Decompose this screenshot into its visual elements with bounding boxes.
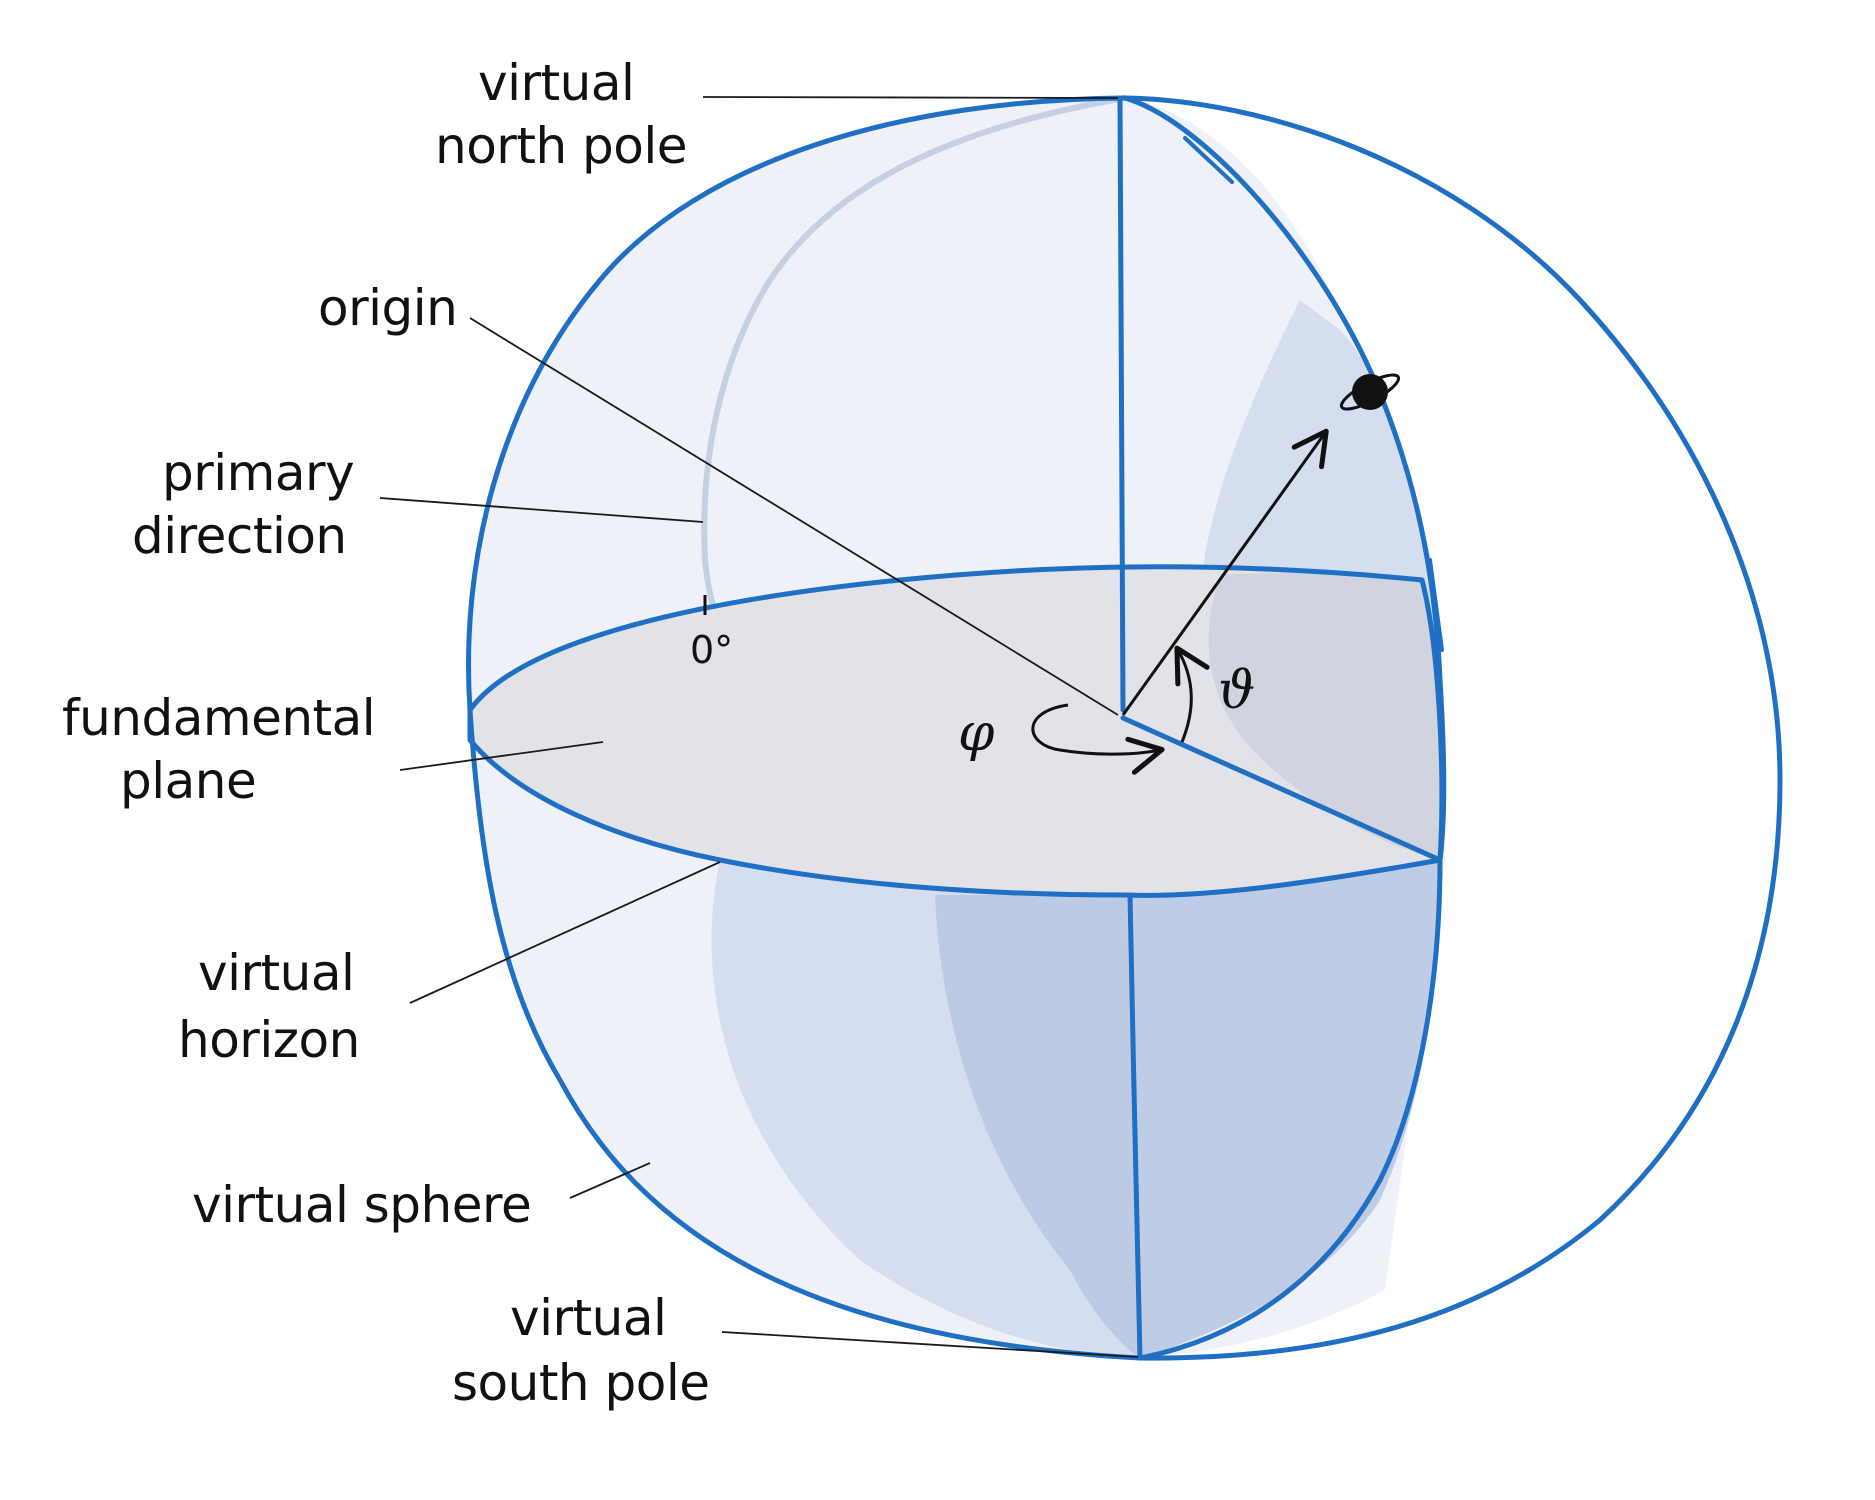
label-south-pole-line1: virtual xyxy=(510,1289,666,1347)
leader-south-pole xyxy=(721,1331,1139,1358)
plane-radius-line xyxy=(1120,715,1443,863)
leader-origin xyxy=(469,317,1119,716)
theta-angle-arc xyxy=(1174,645,1210,743)
leader-primary-direction xyxy=(379,497,704,523)
label-north-pole-line1: virtual xyxy=(478,54,634,112)
label-primary-direction-line1: primary xyxy=(162,444,354,502)
leader-north-pole xyxy=(702,96,1119,99)
label-fundamental-plane-line1: fundamental xyxy=(62,689,375,747)
label-phi: φ xyxy=(958,703,995,763)
label-theta: ϑ xyxy=(1218,661,1255,721)
polar-axis-lower xyxy=(1127,892,1143,1361)
label-north-pole-line2: north pole xyxy=(435,117,687,175)
position-vector-arrow xyxy=(1121,428,1329,716)
fundamental-plane-outline xyxy=(467,564,1445,898)
leader-fundamental-plane xyxy=(399,741,604,771)
planet-icon xyxy=(1339,373,1401,411)
label-virtual-horizon-line2: horizon xyxy=(178,1011,360,1069)
label-south-pole-line2: south pole xyxy=(452,1354,710,1412)
sphere-back-outline xyxy=(1122,95,1783,1361)
polar-axis-upper xyxy=(1117,95,1126,713)
plane-right-shade xyxy=(1208,572,1442,860)
label-primary-direction-line2: direction xyxy=(132,507,347,565)
label-zero-degree: 0° xyxy=(690,628,733,672)
leader-virtual-horizon xyxy=(409,861,721,1004)
label-virtual-sphere: virtual sphere xyxy=(192,1176,531,1234)
phi-rotation-arrow xyxy=(1031,703,1165,775)
label-origin: origin xyxy=(318,279,457,337)
outline-tick-right xyxy=(1428,558,1444,652)
label-fundamental-plane-line2: plane xyxy=(120,752,256,810)
outline-tick-top xyxy=(1183,136,1234,184)
lower-right-shade xyxy=(935,860,1440,1358)
leader-virtual-sphere xyxy=(569,1162,651,1199)
label-virtual-horizon-line1: virtual xyxy=(198,944,354,1002)
